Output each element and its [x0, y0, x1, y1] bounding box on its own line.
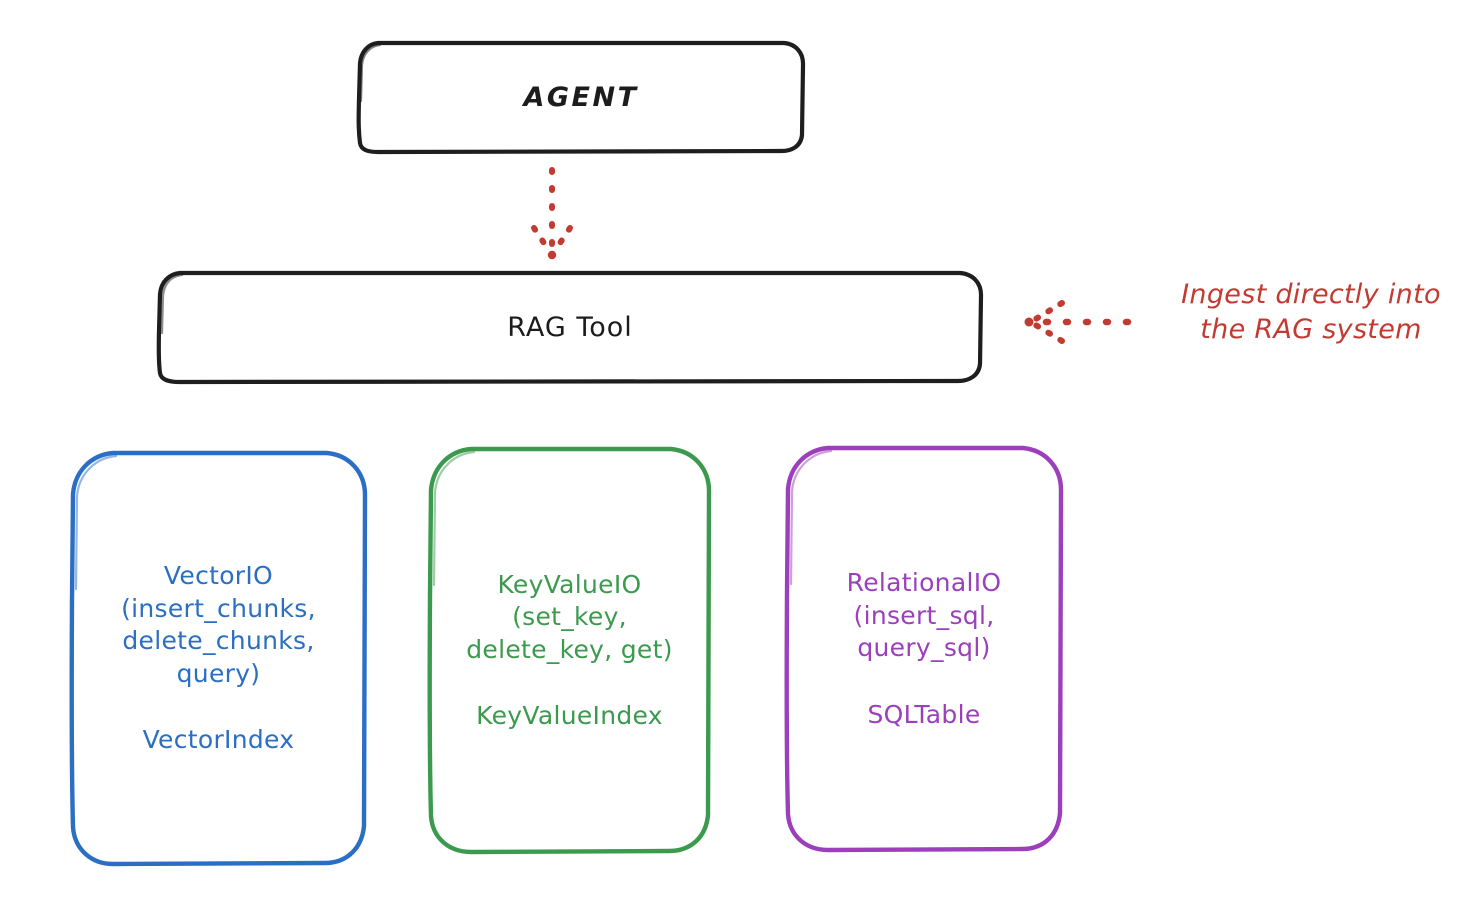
key-value-io-text-stack: KeyValueIO (set_key, delete_key, get) Ke… — [466, 569, 673, 733]
agent-label: AGENT — [523, 81, 639, 113]
rag-tool-label: RAG Tool — [507, 311, 633, 343]
relational-io-node[interactable]: RelationalIO (insert_sql, query_sql) SQL… — [784, 444, 1064, 854]
key-value-io-resource-label: KeyValueIndex — [476, 701, 663, 730]
agent-node-border — [356, 40, 806, 155]
relational-io-text-stack: RelationalIO (insert_sql, query_sql) SQL… — [847, 567, 1002, 731]
rag-tool-node-border — [156, 270, 984, 385]
agent-node[interactable]: AGENT — [356, 39, 806, 155]
agent-to-rag-tool-arrow — [531, 167, 573, 260]
rag-tool-node[interactable]: RAG Tool — [156, 269, 984, 385]
vector-io-node-border — [69, 450, 368, 867]
key-value-io-node-border — [427, 446, 712, 855]
key-value-io-node[interactable]: KeyValueIO (set_key, delete_key, get) Ke… — [427, 445, 712, 856]
relational-io-node-border — [784, 445, 1064, 853]
vector-io-node[interactable]: VectorIO (insert_chunks, delete_chunks, … — [69, 449, 368, 868]
relational-io-resource-label: SQLTable — [867, 699, 981, 729]
vector-io-text-stack: VectorIO (insert_chunks, delete_chunks, … — [121, 560, 316, 757]
relational-io-api-label: RelationalIO (insert_sql, query_sql) — [846, 568, 1002, 662]
ingest-annotation: Ingest directly into the RAG system — [1181, 279, 1441, 345]
vector-io-resource-label: VectorIndex — [142, 725, 295, 755]
vector-io-api-label: VectorIO (insert_chunks, delete_chunks, … — [121, 561, 316, 688]
ingest-to-rag-tool-arrow — [1024, 300, 1132, 344]
key-value-io-api-label: KeyValueIO (set_key, delete_key, get) — [466, 569, 673, 664]
